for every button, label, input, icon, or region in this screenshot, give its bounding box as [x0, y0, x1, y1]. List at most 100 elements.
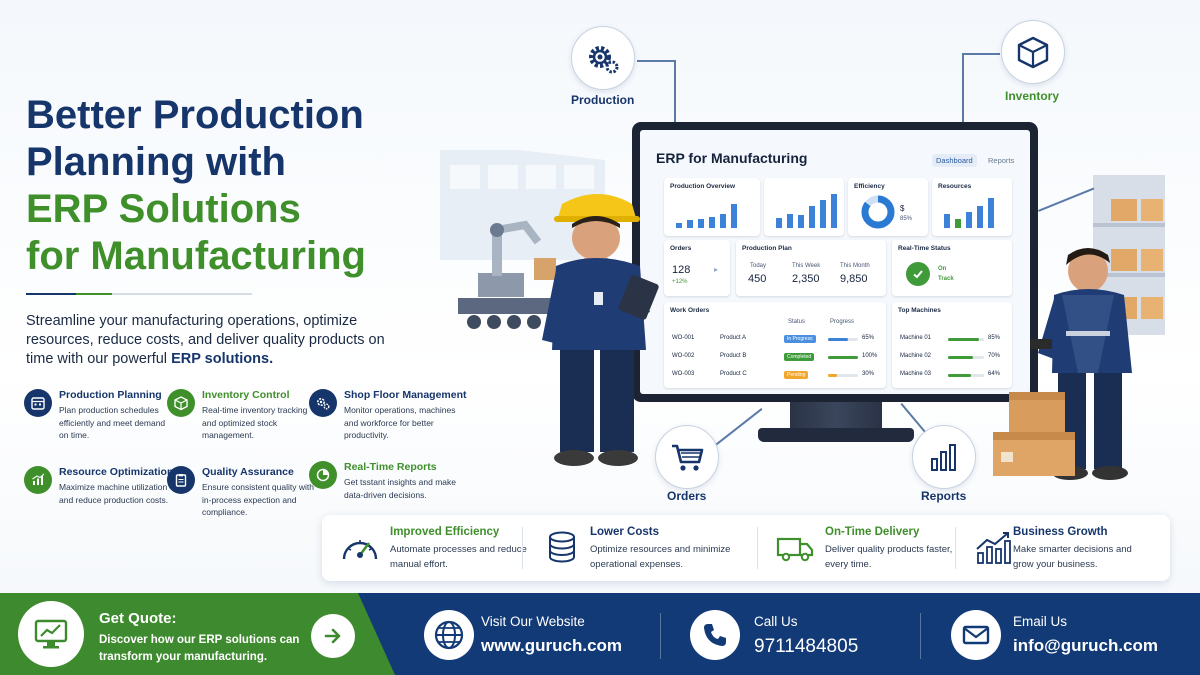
- card-title: Top Machines: [898, 307, 941, 314]
- plan-value: 9,850: [840, 273, 868, 285]
- machine-bar: [948, 338, 984, 341]
- erp-dashboard: ERP for Manufacturing Dashboard Reports …: [640, 130, 1030, 394]
- benefits-bar: Improved Efficiency Automate processes a…: [322, 515, 1170, 581]
- headline-line-2: Planning with: [26, 140, 286, 184]
- email-label: Email Us: [1013, 614, 1068, 629]
- plan-label: This Week: [792, 263, 821, 269]
- inventory-label: Inventory: [1005, 89, 1060, 103]
- card-title: Production Overview: [670, 183, 736, 190]
- benefit-desc: Optimize resources and minimize operatio…: [590, 544, 731, 570]
- orders-delta: +12%: [672, 279, 688, 285]
- plan-label: This Month: [840, 263, 870, 269]
- monitor: ERP for Manufacturing Dashboard Reports …: [632, 122, 1038, 402]
- intro-emphasis: ERP solutions.: [171, 351, 274, 367]
- work-order-product: Product A: [720, 335, 747, 341]
- overview-bars: [676, 204, 737, 228]
- orders-card: Orders 128 +12% ▸: [664, 240, 730, 296]
- machine-value: 85%: [988, 335, 1001, 341]
- production-overview-card: Production Overview: [664, 178, 760, 236]
- work-order-id: WO-002: [672, 353, 695, 359]
- benefit-improved-efficiency: Improved Efficiency Automate processes a…: [322, 515, 527, 581]
- headline-line-4: for Manufacturing: [26, 234, 366, 278]
- feature-desc: Maximize machine utilization and reduce …: [59, 482, 169, 505]
- feature-title: Inventory Control: [202, 389, 290, 401]
- feature-title: Resource Optimization: [59, 466, 174, 478]
- call-label: Call Us: [754, 614, 798, 629]
- card-title: Work Orders: [670, 307, 710, 314]
- benefit-on-time-delivery: On-Time Delivery Deliver quality product…: [757, 515, 955, 581]
- work-order-progress: 100%: [862, 353, 878, 359]
- chart-icon: [24, 466, 52, 494]
- plan-label: Today: [750, 263, 767, 269]
- clipboard-icon: [167, 466, 195, 494]
- benefit-title: Business Growth: [1013, 526, 1108, 538]
- reports-label: Reports: [921, 489, 967, 503]
- growth-chart-icon: [976, 532, 1011, 564]
- status-badge: Pending: [784, 371, 809, 379]
- benefit-title: Lower Costs: [590, 526, 660, 538]
- resources-card: Resources: [932, 178, 1012, 236]
- reports-satellite: [912, 425, 976, 489]
- card-title: Orders: [670, 245, 692, 252]
- check-circle-icon: [906, 262, 930, 286]
- envelope-icon: [951, 610, 1001, 660]
- resources-bars: [944, 198, 994, 228]
- headline-line-3: ERP Solutions: [26, 187, 301, 231]
- efficiency-value: 85%: [900, 216, 913, 222]
- benefit-title: On-Time Delivery: [825, 526, 920, 538]
- orders-value: 128: [672, 264, 691, 276]
- status-badge: In Progress: [784, 335, 816, 343]
- inventory-satellite: [1001, 20, 1065, 84]
- factory-illustration: [440, 150, 605, 329]
- status-line-1: On: [938, 266, 947, 272]
- machine-row: Machine 02 70%: [892, 353, 1012, 363]
- status-badge: Completed: [784, 353, 815, 361]
- cart-icon: [672, 444, 704, 471]
- machine-bar: [948, 374, 984, 377]
- feature-title: Quality Assurance: [202, 466, 294, 478]
- headline-line-1: Better Production: [26, 93, 364, 137]
- pie-icon: [309, 461, 337, 489]
- production-plan-card: Production Plan Today This Week This Mon…: [736, 240, 886, 296]
- monitor-chart-icon: [18, 601, 84, 667]
- tab-reports[interactable]: Reports: [988, 156, 1015, 165]
- feature-desc: Plan production schedules efficiently an…: [59, 405, 166, 440]
- work-order-product: Product B: [720, 353, 747, 359]
- card-title: Efficiency: [854, 183, 885, 190]
- progress-bar: [828, 338, 858, 341]
- chevron-right-icon: ▸: [714, 265, 719, 274]
- overview-bars-2: [776, 194, 837, 228]
- website-label: Visit Our Website: [481, 614, 585, 629]
- get-quote-button[interactable]: [311, 614, 355, 658]
- phone-link[interactable]: 9711484805: [754, 636, 859, 657]
- quote-title: Get Quote:: [99, 610, 177, 627]
- orders-satellite: [655, 425, 719, 489]
- email-link[interactable]: info@guruch.com: [1013, 636, 1159, 655]
- feature-title: Shop Floor Management: [344, 389, 467, 401]
- table-row[interactable]: WO-002 Product B Completed 100%: [664, 353, 886, 363]
- box-icon: [1017, 36, 1049, 69]
- benefit-desc: Deliver quality products faster, every t…: [825, 544, 953, 570]
- plan-value: 2,350: [792, 273, 820, 285]
- tab-dashboard[interactable]: Dashboard: [932, 154, 977, 167]
- headline-divider: [26, 293, 252, 295]
- card-title: Real-Time Status: [898, 245, 951, 252]
- efficiency-card: Efficiency $ 85%: [848, 178, 928, 236]
- machine-name: Machine 02: [900, 353, 932, 359]
- feature-desc: Real-time inventory tracking and optimiz…: [202, 405, 308, 440]
- card-title: Resources: [938, 183, 972, 190]
- monitor-stand: [790, 402, 882, 430]
- efficiency-currency: $: [900, 204, 905, 213]
- status-line-2: Track: [938, 276, 954, 282]
- website-link[interactable]: www.guruch.com: [481, 636, 623, 655]
- overview-chart-card: [764, 178, 844, 236]
- machine-bar: [948, 356, 984, 359]
- progress-bar: [828, 374, 858, 377]
- machine-value: 70%: [988, 353, 1001, 359]
- worker-illustration: [1030, 248, 1132, 480]
- coins-icon: [549, 531, 575, 563]
- production-label: Production: [571, 93, 635, 107]
